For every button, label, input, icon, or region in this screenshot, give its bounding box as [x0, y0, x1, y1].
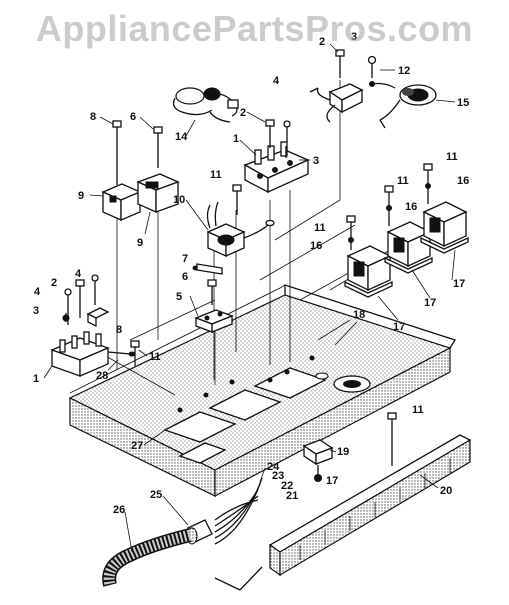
- callout-8: 8: [90, 111, 96, 123]
- callout-19: 20: [440, 485, 452, 497]
- callout-11: 11: [149, 351, 161, 363]
- callout-2: 2: [240, 107, 246, 119]
- transformer-small: [206, 184, 275, 258]
- callout-4: 4: [75, 268, 82, 280]
- bracket-20: [302, 439, 334, 482]
- callout-1: 1: [33, 373, 39, 385]
- callout-26: 26: [113, 504, 125, 516]
- callout-12: 12: [398, 65, 410, 77]
- callout-11: 11: [397, 175, 409, 187]
- callout-6: 6: [130, 111, 136, 123]
- callout-7: 7: [182, 253, 188, 265]
- callout-11: 11: [314, 222, 326, 234]
- callout-3: 3: [313, 155, 319, 167]
- wire-harness-and-hose: [102, 477, 263, 591]
- callout-16: 16: [457, 175, 469, 187]
- callout-24: 24: [267, 461, 280, 473]
- callout-3: 3: [33, 305, 39, 317]
- callout-17: 17: [453, 278, 465, 290]
- callout-11: 11: [412, 404, 424, 416]
- parts-column-mid: [192, 263, 234, 333]
- callout-9: 9: [78, 190, 84, 202]
- screws-top: [265, 119, 291, 158]
- callout-4: 4: [273, 75, 280, 87]
- terminal-block-top: [243, 141, 310, 194]
- callout-16: 16: [405, 201, 417, 213]
- callout-11: 11: [210, 169, 222, 181]
- callout-1: 1: [233, 133, 239, 145]
- callout-labels: 2 3 12 15 4 2 1 3 14 8 6 9 9 11 10 7 6 5…: [33, 31, 469, 516]
- callout-16: 16: [310, 240, 322, 252]
- front-panel-19: [268, 412, 472, 577]
- callout-15: 15: [457, 97, 469, 109]
- callout-14: 14: [175, 131, 188, 143]
- callout-25: 25: [150, 489, 162, 501]
- relays-left: [101, 120, 180, 222]
- callout-21: 21: [286, 490, 298, 502]
- terminal-block-left: [50, 274, 140, 377]
- callout-20: 19: [337, 446, 349, 458]
- callout-11: 11: [446, 151, 458, 163]
- callout-17: 17: [393, 321, 405, 333]
- callout-4: 4: [34, 286, 41, 298]
- callout-23: 23: [272, 470, 284, 482]
- callout-2: 2: [319, 36, 325, 48]
- callout-27: 27: [131, 440, 143, 452]
- callout-leaders: [43, 43, 456, 553]
- callout-18: 18: [353, 309, 365, 321]
- callout-2: 2: [51, 277, 57, 289]
- callout-3: 3: [351, 31, 357, 43]
- top-right-components: [309, 49, 437, 129]
- base-chassis: [68, 284, 456, 497]
- transformers-right: [344, 163, 469, 298]
- callout-22: 22: [281, 480, 293, 492]
- callout-17: 17: [326, 475, 338, 487]
- callout-5: 5: [176, 291, 182, 303]
- callout-6: 6: [182, 271, 188, 283]
- callout-8: 8: [116, 324, 122, 336]
- lamp-harness: [172, 87, 239, 123]
- callout-28: 28: [96, 370, 108, 382]
- callout-17: 17: [424, 297, 436, 309]
- callout-9: 9: [137, 237, 143, 249]
- callout-10: 10: [173, 194, 185, 206]
